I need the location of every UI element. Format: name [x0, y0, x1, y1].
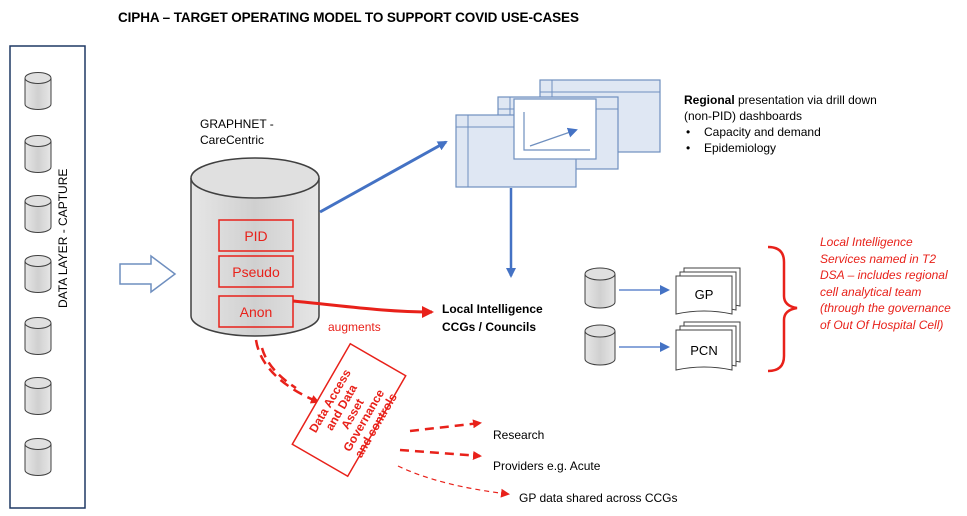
regional-bullet-epidemiology: Epidemiology	[686, 140, 894, 156]
gp-label: GP	[695, 287, 714, 302]
dashed-arrow-to-governance-1	[254, 339, 320, 404]
regional-description: Regional presentation via drill down (no…	[684, 92, 894, 156]
pseudo-box	[218, 255, 294, 288]
augments-label: augments	[328, 320, 381, 334]
dashed-arrow-to-governance-2	[260, 347, 297, 390]
data-source-database-icon	[24, 195, 52, 233]
regional-bold: Regional	[684, 93, 735, 107]
data-source-database-icon	[24, 377, 52, 415]
local-intelligence-line2: CCGs / Councils	[442, 320, 537, 334]
providers-label: Providers e.g. Acute	[493, 459, 601, 473]
data-source-database-icon	[24, 72, 52, 110]
data-source-database-icon	[24, 317, 52, 355]
gp-shared-label: GP data shared across CCGs	[519, 491, 678, 505]
graphnet-label-line2: CareCentric	[200, 133, 265, 147]
li-database-icon-1	[584, 267, 616, 309]
regional-bullets: Capacity and demand Epidemiology	[684, 124, 894, 156]
pcn-label: PCN	[690, 343, 717, 358]
data-source-database-icon	[24, 438, 52, 476]
anon-box	[218, 295, 294, 328]
graphnet-label-line1: GRAPHNET -	[200, 117, 274, 131]
to-gp-shared-arrow	[397, 465, 510, 498]
page-title: CIPHA – TARGET OPERATING MODEL TO SUPPOR…	[118, 10, 579, 25]
graphnet-label: GRAPHNET - CareCentric	[200, 116, 274, 148]
pseudo-label: Pseudo	[232, 264, 280, 280]
pid-box	[218, 219, 294, 252]
local-intelligence-line1: Local Intelligence	[442, 302, 543, 316]
data-layer-cylinders	[24, 72, 52, 476]
data-layer-label: DATA LAYER - CAPTURE	[56, 169, 70, 308]
li-database-icon-2	[584, 324, 616, 366]
pcn-documents-icon	[675, 321, 741, 371]
governance-box: Data Access and Data Asset Governance an…	[291, 342, 407, 478]
data-source-database-icon	[24, 135, 52, 173]
local-intelligence-note: Local Intelligence Services named in T2 …	[820, 235, 951, 332]
pid-label: PID	[244, 228, 267, 244]
gp-documents-icon	[675, 267, 741, 315]
augments-arrow	[292, 299, 434, 318]
to-dashboards-arrow	[319, 140, 448, 214]
regional-bullet-capacity: Capacity and demand	[686, 124, 894, 140]
local-intelligence-label: Local Intelligence CCGs / Councils	[442, 300, 543, 336]
data-source-database-icon	[24, 255, 52, 293]
to-research-arrow	[409, 419, 482, 433]
anon-label: Anon	[240, 304, 273, 320]
research-label: Research	[493, 428, 545, 442]
regional-text: presentation via drill down (non-PID) da…	[684, 93, 877, 123]
to-providers-arrow	[399, 448, 482, 460]
capture-flow-arrow	[119, 254, 177, 294]
red-brace	[767, 245, 798, 373]
dashboards-icon	[455, 79, 661, 188]
